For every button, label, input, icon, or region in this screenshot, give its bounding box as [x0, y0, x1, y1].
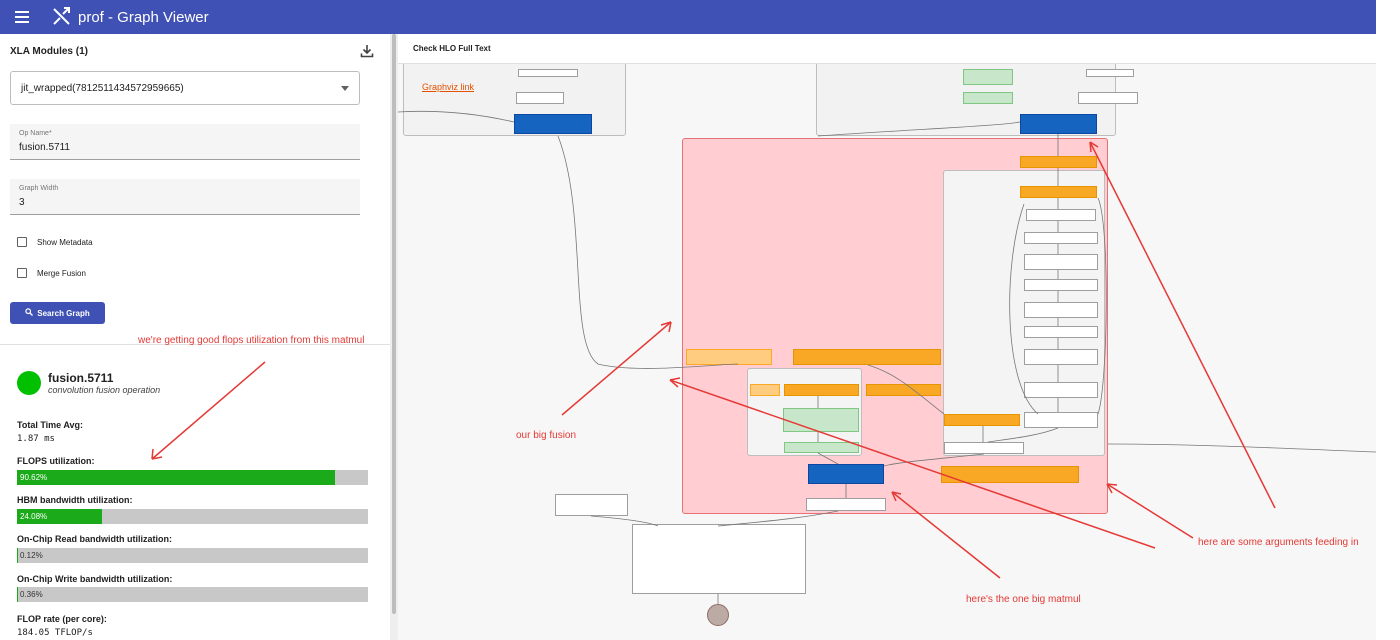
onchip-write-bar-fill — [17, 587, 19, 602]
flops-label: FLOPS utilization: — [17, 456, 95, 466]
big-matmul-annotation: here's the one big matmul — [966, 594, 1081, 605]
splitter-scrollbar[interactable] — [392, 34, 396, 614]
onchip-write-bar: 0.36% — [17, 587, 368, 602]
graph-node[interactable] — [516, 92, 564, 104]
right-panel: Check HLO Full Text Graphviz link — [398, 34, 1376, 640]
graph-node-parameter[interactable] — [944, 414, 1020, 426]
chevron-down-icon — [341, 86, 349, 91]
module-select[interactable]: jit_wrapped(7812511434572959665) — [10, 71, 360, 105]
show-metadata-label: Show Metadata — [37, 237, 93, 247]
flop-rate-value: 184.05 TFLOP/s — [17, 628, 93, 638]
graph-node[interactable] — [1024, 412, 1098, 428]
checkbox-icon[interactable] — [17, 268, 27, 278]
graph-node-root[interactable] — [707, 604, 729, 626]
flops-annotation: we're getting good flops utilization fro… — [138, 335, 365, 346]
onchip-write-label: On-Chip Write bandwidth utilization: — [17, 574, 173, 584]
graph-node[interactable] — [1086, 69, 1134, 77]
onchip-read-bar: 0.12% — [17, 548, 368, 563]
shuffle-logo-icon — [52, 6, 74, 28]
show-metadata-checkbox[interactable]: Show Metadata — [17, 237, 93, 247]
graph-node[interactable] — [1078, 92, 1138, 104]
graph-node[interactable] — [806, 498, 886, 511]
graph-node-parameter[interactable] — [793, 349, 941, 365]
search-icon — [25, 308, 34, 318]
graph-node-parameter[interactable] — [784, 384, 859, 396]
flops-value: 90.62% — [20, 473, 48, 482]
menu-icon[interactable] — [0, 0, 44, 34]
graph-node[interactable] — [555, 494, 628, 516]
graph-node[interactable] — [963, 92, 1013, 104]
onchip-read-bar-fill — [17, 548, 19, 563]
merge-fusion-checkbox[interactable]: Merge Fusion — [17, 268, 86, 278]
hbm-label: HBM bandwidth utilization: — [17, 495, 133, 505]
search-graph-label: Search Graph — [37, 308, 90, 318]
op-name: fusion.5711 — [48, 371, 114, 385]
graph-width-field[interactable]: Graph Width 3 — [10, 179, 360, 215]
graph-node[interactable] — [1024, 232, 1098, 244]
graph-node-parameter[interactable] — [1020, 156, 1097, 168]
graph-node[interactable] — [1024, 254, 1098, 270]
graph-width-input[interactable]: 3 — [19, 197, 25, 208]
onchip-read-label: On-Chip Read bandwidth utilization: — [17, 534, 172, 544]
big-fusion-annotation: our big fusion — [516, 430, 577, 441]
graphviz-link[interactable]: Graphviz link — [422, 82, 475, 92]
divider — [398, 63, 1376, 64]
modules-header: XLA Modules (1) — [10, 46, 88, 57]
graph-node-parameter[interactable] — [1020, 186, 1097, 198]
op-name-input[interactable]: fusion.5711 — [19, 142, 70, 153]
graph-node-convolution[interactable] — [1020, 114, 1097, 134]
op-name-label: Op Name* — [19, 130, 52, 137]
graph-node[interactable] — [1024, 382, 1098, 398]
left-panel: XLA Modules (1) jit_wrapped(781251143457… — [0, 34, 390, 640]
flops-bar: 90.62% — [17, 470, 368, 485]
graph-node[interactable] — [1026, 209, 1096, 221]
graph-node[interactable] — [944, 442, 1024, 454]
hbm-bar-fill — [17, 509, 102, 524]
module-select-value: jit_wrapped(7812511434572959665) — [21, 83, 184, 94]
download-icon[interactable] — [360, 44, 376, 60]
graph-node[interactable] — [784, 442, 859, 453]
op-name-field[interactable]: Op Name* fusion.5711 — [10, 124, 360, 160]
graph-node-tuple[interactable] — [632, 524, 806, 594]
onchip-write-value: 0.36% — [20, 590, 43, 599]
check-hlo-full-text-link[interactable]: Check HLO Full Text — [413, 44, 491, 53]
graph-node[interactable] — [1024, 279, 1098, 291]
hlo-graph[interactable]: Graphviz link — [398, 64, 1376, 640]
graph-node-parameter[interactable] — [750, 384, 780, 396]
app-title: prof - Graph Viewer — [78, 8, 209, 26]
graph-edges — [398, 110, 1376, 604]
op-status-dot — [17, 371, 41, 395]
hbm-value: 24.08% — [20, 512, 48, 521]
panel-splitter[interactable] — [390, 34, 398, 640]
graph-node[interactable] — [1024, 326, 1098, 338]
graph-node[interactable] — [1024, 302, 1098, 318]
merge-fusion-label: Merge Fusion — [37, 268, 86, 278]
flop-rate-label: FLOP rate (per core): — [17, 614, 107, 624]
graph-node-parameter[interactable] — [866, 384, 941, 396]
graph-node-convolution-matmul[interactable] — [808, 464, 884, 484]
total-time-value: 1.87 ms — [17, 434, 55, 444]
onchip-read-value: 0.12% — [20, 551, 43, 560]
search-graph-button[interactable]: Search Graph — [10, 302, 105, 324]
arguments-annotation: here are some arguments feeding in — [1198, 537, 1359, 548]
flops-bar-fill — [17, 470, 336, 485]
graph-node[interactable] — [518, 69, 578, 77]
graph-node[interactable] — [963, 69, 1013, 85]
graph-node[interactable] — [1024, 349, 1098, 365]
app-bar: prof - Graph Viewer — [0, 0, 1376, 34]
op-description: convolution fusion operation — [48, 385, 161, 395]
graph-width-label: Graph Width — [19, 185, 59, 192]
graph-node-convolution[interactable] — [514, 114, 592, 134]
total-time-label: Total Time Avg: — [17, 420, 84, 430]
hbm-bar: 24.08% — [17, 509, 368, 524]
divider — [0, 344, 390, 345]
checkbox-icon[interactable] — [17, 237, 27, 247]
